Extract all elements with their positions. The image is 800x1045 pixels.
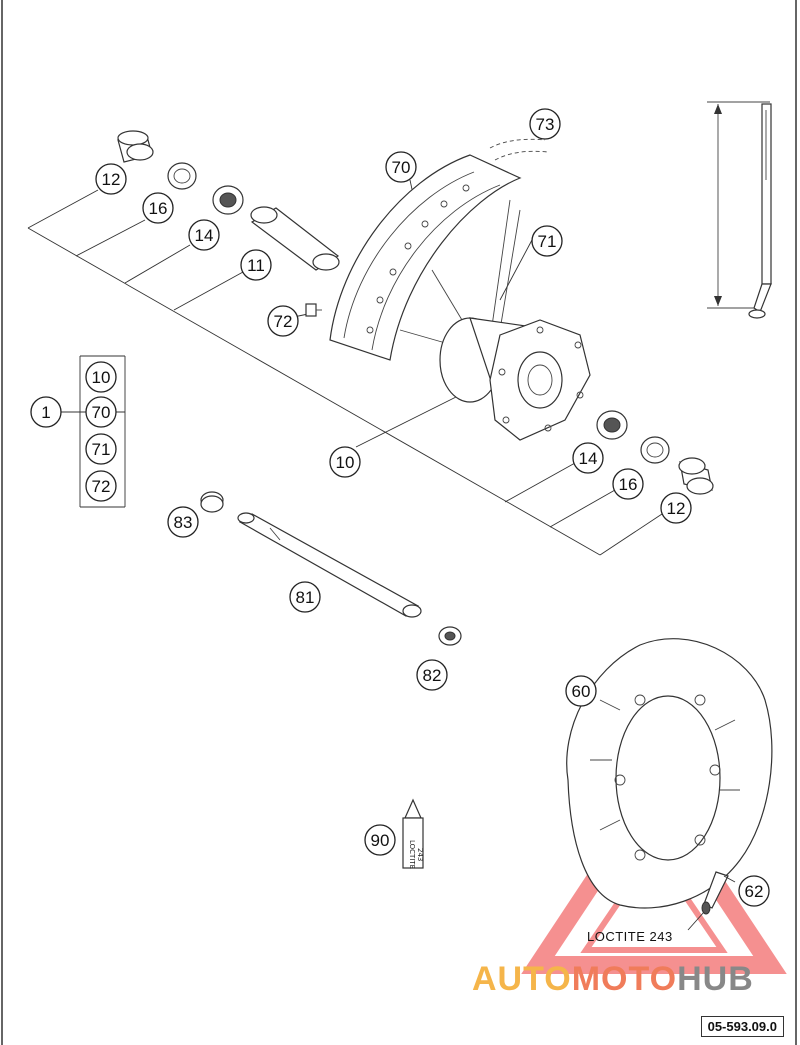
bearing-14-top	[212, 185, 244, 215]
callout-11: 11	[240, 249, 272, 281]
callout-14-bot: 14	[572, 442, 604, 474]
callout-number: 83	[174, 513, 193, 532]
callout-number: 71	[92, 440, 111, 459]
bearing-14-bottom	[596, 410, 628, 440]
screw-82	[438, 626, 462, 646]
callout-number: 82	[423, 666, 442, 685]
callout-16-top: 16	[142, 192, 174, 224]
spoke-detail	[707, 101, 772, 319]
callout-14-top: 14	[188, 219, 220, 251]
callout-90: 90	[364, 824, 396, 856]
callout-60: 60	[565, 675, 597, 707]
watermark-brand: AUTOMOTOHUB	[472, 960, 754, 999]
callout-number: 1	[41, 403, 50, 422]
callout-number: 12	[667, 499, 686, 518]
callout-number: 60	[572, 682, 591, 701]
callout-number: 81	[296, 588, 315, 607]
brake-disc-60	[566, 638, 773, 909]
callouts: 12 16 14 11 72 70 73 71 10 14 16 12 83 81 82 60 90 62 1 10 7…	[30, 108, 770, 907]
callout-62: 62	[738, 875, 770, 907]
callout-number: 71	[538, 232, 557, 251]
callout-73: 73	[529, 108, 561, 140]
bolt-62	[701, 871, 736, 915]
axle-81	[237, 512, 422, 618]
brand-part-moto: MOTO	[571, 960, 678, 998]
callout-kit-1: 1	[30, 396, 62, 428]
kit-item-72: 72	[85, 470, 117, 502]
callout-number: 62	[745, 882, 764, 901]
callout-82: 82	[416, 659, 448, 691]
callout-number: 10	[92, 368, 111, 387]
callout-number: 14	[579, 449, 598, 468]
loctite-label: LOCTITE 243	[587, 911, 705, 944]
nipple-72	[305, 303, 322, 317]
spacer-12-top	[117, 130, 154, 163]
callout-number: 70	[92, 403, 111, 422]
nut-83	[200, 491, 224, 513]
callout-number: 10	[336, 453, 355, 472]
tube-label: LOCTITE	[408, 840, 416, 869]
callout-12-top: 12	[95, 163, 127, 195]
callout-number: 72	[92, 477, 111, 496]
rim-70	[329, 154, 522, 361]
callout-number: 12	[102, 170, 121, 189]
kit-item-71: 71	[85, 433, 117, 465]
callout-10: 10	[329, 446, 361, 478]
hub-10	[439, 317, 591, 441]
tube-label-number: 243	[416, 848, 424, 861]
callout-83: 83	[167, 506, 199, 538]
callout-number: 90	[371, 831, 390, 850]
callout-71: 71	[531, 225, 563, 257]
spacer-12-bottom	[678, 457, 714, 495]
seal-16-top	[167, 162, 197, 190]
rim-tape-73	[489, 138, 549, 161]
callout-number: 11	[247, 256, 265, 275]
callout-81: 81	[289, 581, 321, 613]
seal-16-bottom	[640, 436, 670, 464]
callout-number: 70	[392, 158, 411, 177]
kit-group-1	[79, 355, 126, 508]
callout-70: 70	[385, 151, 417, 183]
callout-number: 16	[149, 199, 168, 218]
reference-code: 05-593.09.0	[700, 1016, 784, 1037]
callout-number: 16	[619, 475, 638, 494]
kit-item-70: 70	[85, 396, 117, 428]
brand-part-hub: HUB	[677, 960, 754, 998]
callout-number: 73	[536, 115, 555, 134]
callout-number: 14	[195, 226, 214, 245]
loctite-tube-90: LOCTITE 243	[402, 798, 424, 869]
spacer-tube-11	[250, 206, 340, 271]
loctite-label-text: LOCTITE 243	[587, 929, 673, 944]
callout-number: 72	[274, 312, 293, 331]
callout-16-bot: 16	[612, 468, 644, 500]
callout-12-bot: 12	[660, 492, 692, 524]
kit-item-10: 10	[85, 361, 117, 393]
brand-part-auto: AUTO	[472, 960, 572, 998]
callout-72: 72	[267, 305, 299, 337]
